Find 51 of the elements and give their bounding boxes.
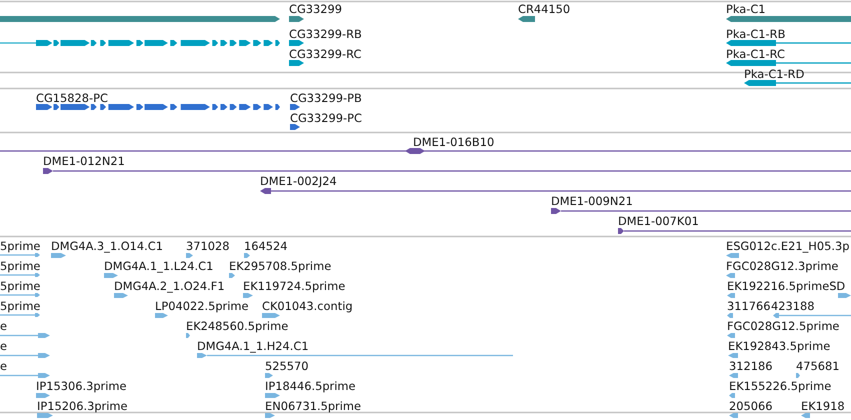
feature-label: DME1-012N21 — [43, 155, 125, 168]
feature-label: 311766 — [727, 300, 770, 313]
feature-label: CG15828-PC — [36, 92, 108, 105]
feature-label: e — [0, 340, 8, 353]
feature-label: 5prime — [0, 240, 40, 253]
feature-label: LP04022.5prime — [155, 300, 248, 313]
feature-label: DMG4A.2_1.O24.F1 — [114, 280, 225, 293]
feature-label: DME1-007K01 — [618, 215, 699, 228]
feature-label: DMG4A.1_1.L24.C1 — [104, 260, 214, 273]
feature-label: 475681 — [796, 360, 840, 373]
feature-label: IP15306.3prime — [36, 380, 127, 393]
feature-label: e — [0, 360, 8, 373]
feature-label: Pka-C1-RD — [744, 68, 804, 81]
feature-label: CG33299 — [289, 3, 342, 16]
feature-label: EN06731.5prime — [265, 400, 362, 413]
feature-label: DME1-002J24 — [260, 175, 337, 188]
feature-label: 5prime — [0, 260, 40, 273]
feature-label: EK295708.5prime — [229, 260, 332, 273]
feature-label: DMG4A.3_1.O14.C1 — [51, 240, 163, 253]
feature-label: e — [0, 320, 8, 333]
feature-label: IP18446.5prime — [265, 380, 356, 393]
feature-label: 5prime — [0, 300, 40, 313]
feature-label: 423188 — [771, 300, 814, 313]
feature-label: 5prime — [0, 280, 40, 293]
feature-label: DME1-016B10 — [413, 136, 494, 149]
feature-label: EK119724.5prime — [243, 280, 346, 293]
feature-label: 312186 — [729, 360, 772, 373]
feature-label: EK192843.5prime — [728, 340, 830, 353]
feature-label: 205066 — [729, 400, 772, 413]
feature-label: 371028 — [186, 240, 230, 253]
feature-label: Pka-C1-RC — [726, 48, 785, 61]
feature-label: CG33299-RC — [289, 48, 362, 61]
feature-label: 525570 — [265, 360, 308, 373]
feature-label: FGC028G12.3prime — [726, 260, 838, 273]
feature-label: DMG4A.1_1.H24.C1 — [197, 340, 309, 353]
feature-label: CR44150 — [518, 3, 570, 16]
feature-label: DME1-009N21 — [551, 195, 633, 208]
feature-label: CG33299-PB — [290, 92, 362, 105]
feature-label: CG33299-PC — [290, 112, 362, 125]
feature-label: EK1918 — [801, 400, 845, 413]
feature-label: 164524 — [244, 240, 288, 253]
feature-label: Pka-C1-RB — [726, 28, 786, 41]
feature-label: EK248560.5prime — [186, 320, 288, 333]
feature-label: CG33299-RB — [289, 28, 362, 41]
feature-label: FGC028G12.5prime — [727, 320, 840, 333]
feature-label: ESG012c.E21_H05.3p — [726, 240, 850, 253]
feature-label: EK155226.5prime — [729, 380, 832, 393]
feature-label: IP15206.3prime — [37, 400, 128, 413]
feature-label: CK01043.contig — [262, 300, 353, 313]
feature-label: EK192216.5primeSD — [727, 280, 846, 293]
feature-label: Pka-C1 — [726, 3, 766, 16]
